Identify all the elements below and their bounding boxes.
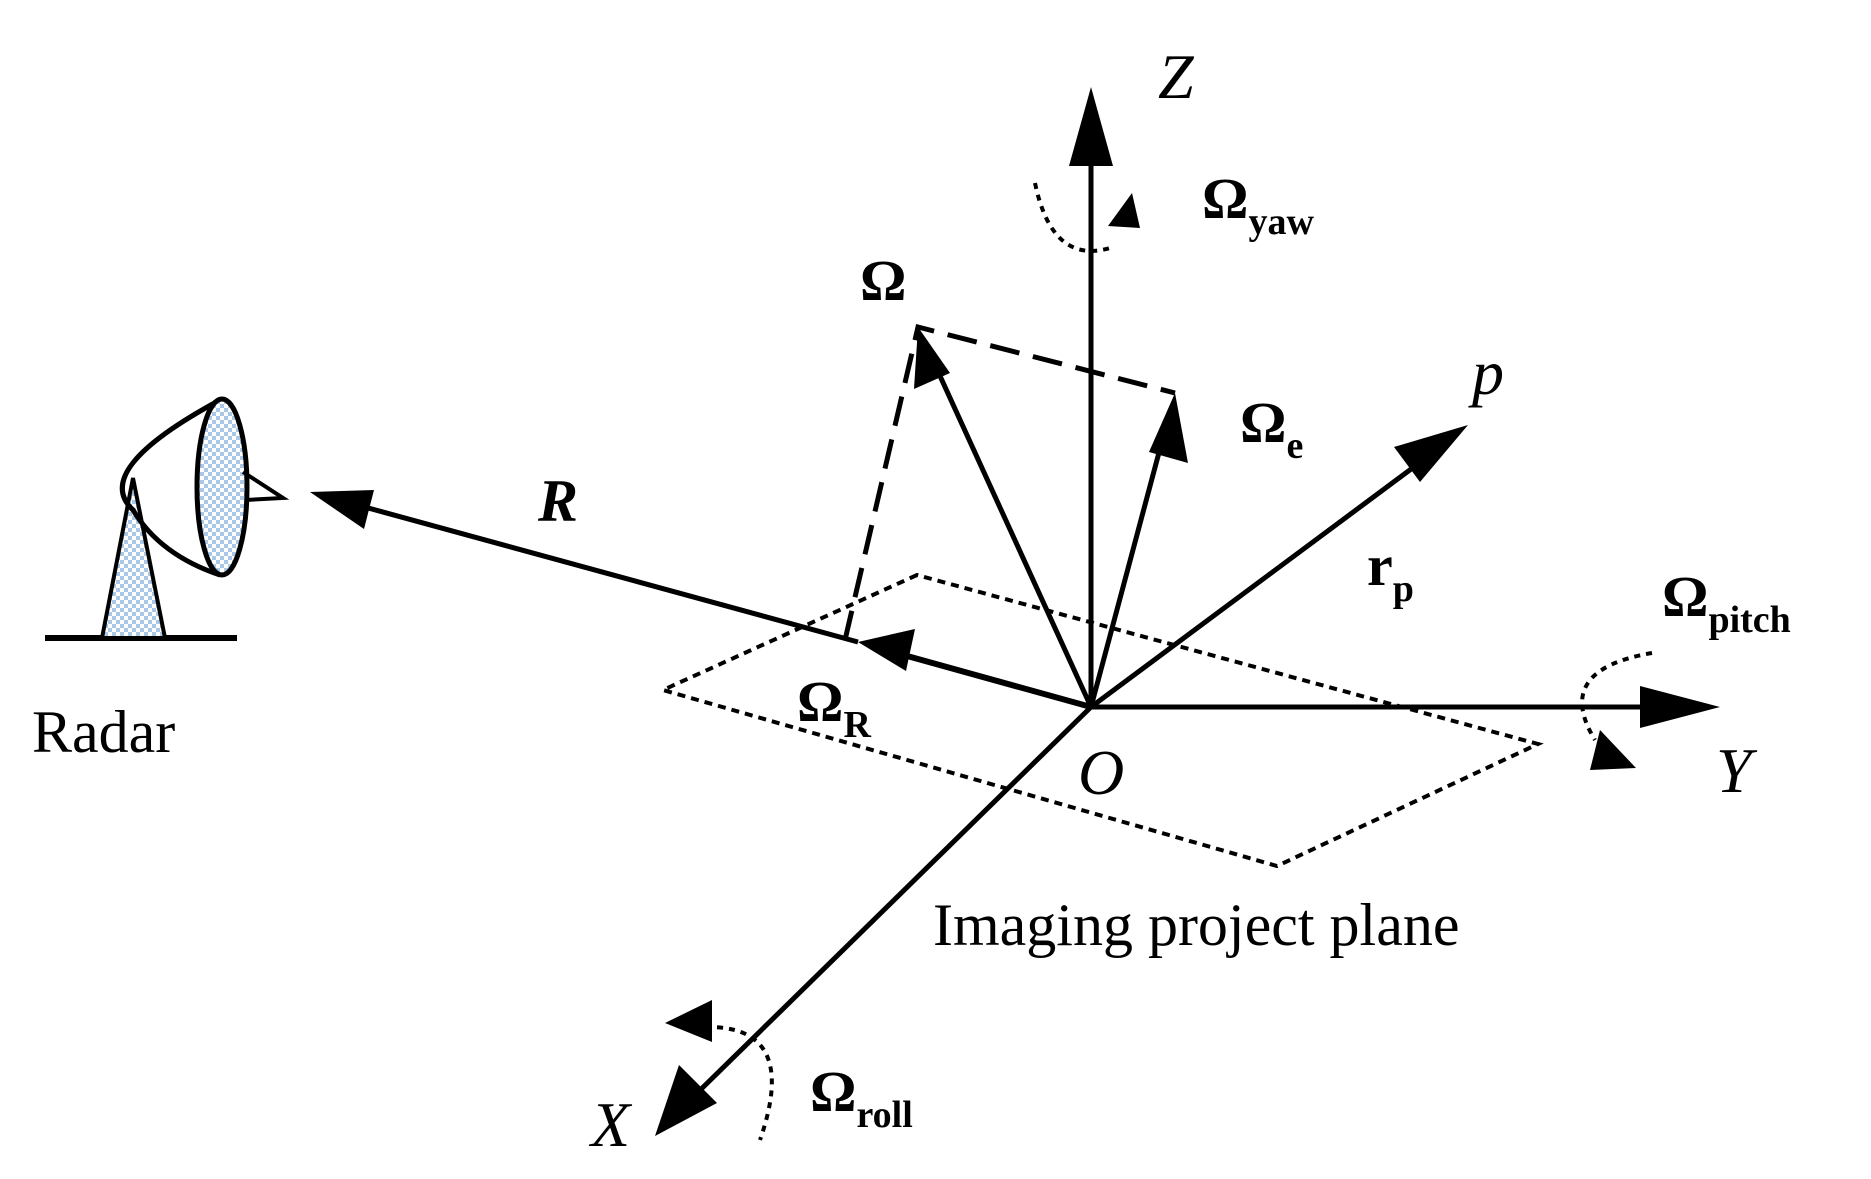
imaging-plane bbox=[657, 572, 1544, 869]
radar-icon bbox=[45, 396, 290, 641]
yaw-rotation-arc bbox=[1033, 182, 1111, 253]
p-axis-arrowhead bbox=[1394, 425, 1468, 482]
x-axis-label: X bbox=[588, 1089, 633, 1160]
x-axis bbox=[688, 705, 1093, 1102]
roll-rotation-arc bbox=[704, 1024, 774, 1141]
y-axis-arrowhead bbox=[1640, 686, 1720, 728]
p-axis bbox=[1089, 452, 1432, 710]
imaging-plane-label: Imaging project plane bbox=[933, 892, 1459, 958]
roll-arrowhead bbox=[665, 1000, 712, 1042]
pitch-arrowhead bbox=[1590, 730, 1636, 770]
range-label: R bbox=[537, 468, 578, 534]
omega-roll-label: Ωroll bbox=[810, 1059, 913, 1136]
range-vector bbox=[349, 500, 859, 645]
p-axis-label: p bbox=[1468, 337, 1504, 408]
decomposition-dashed-lines bbox=[842, 323, 1176, 641]
omega-e-vector bbox=[1088, 429, 1168, 708]
omega-yaw-label: Ωyaw bbox=[1202, 166, 1314, 243]
z-axis-label: Z bbox=[1158, 41, 1195, 112]
z-axis-arrowhead bbox=[1069, 87, 1113, 166]
omega-r-arrowhead bbox=[858, 629, 915, 671]
omega-r-vector bbox=[899, 651, 1092, 710]
y-axis-label: Y bbox=[1716, 735, 1758, 806]
omega-arrowhead bbox=[914, 327, 950, 389]
omega-label: Ω bbox=[860, 248, 906, 313]
omega-pitch-label: Ωpitch bbox=[1662, 564, 1791, 641]
origin-label: O bbox=[1078, 737, 1124, 808]
pitch-rotation-arc bbox=[1580, 651, 1653, 742]
omega-e-arrowhead bbox=[1149, 393, 1188, 463]
omega-r-label: ΩR bbox=[797, 669, 871, 746]
range-arrowhead bbox=[310, 490, 374, 529]
radar-label: Radar bbox=[32, 699, 175, 765]
r-p-label: rp bbox=[1367, 533, 1414, 610]
omega-vector bbox=[932, 363, 1094, 709]
x-axis-arrowhead bbox=[655, 1065, 717, 1136]
yaw-arrowhead bbox=[1108, 193, 1140, 228]
omega-e-label: Ωe bbox=[1240, 390, 1303, 467]
